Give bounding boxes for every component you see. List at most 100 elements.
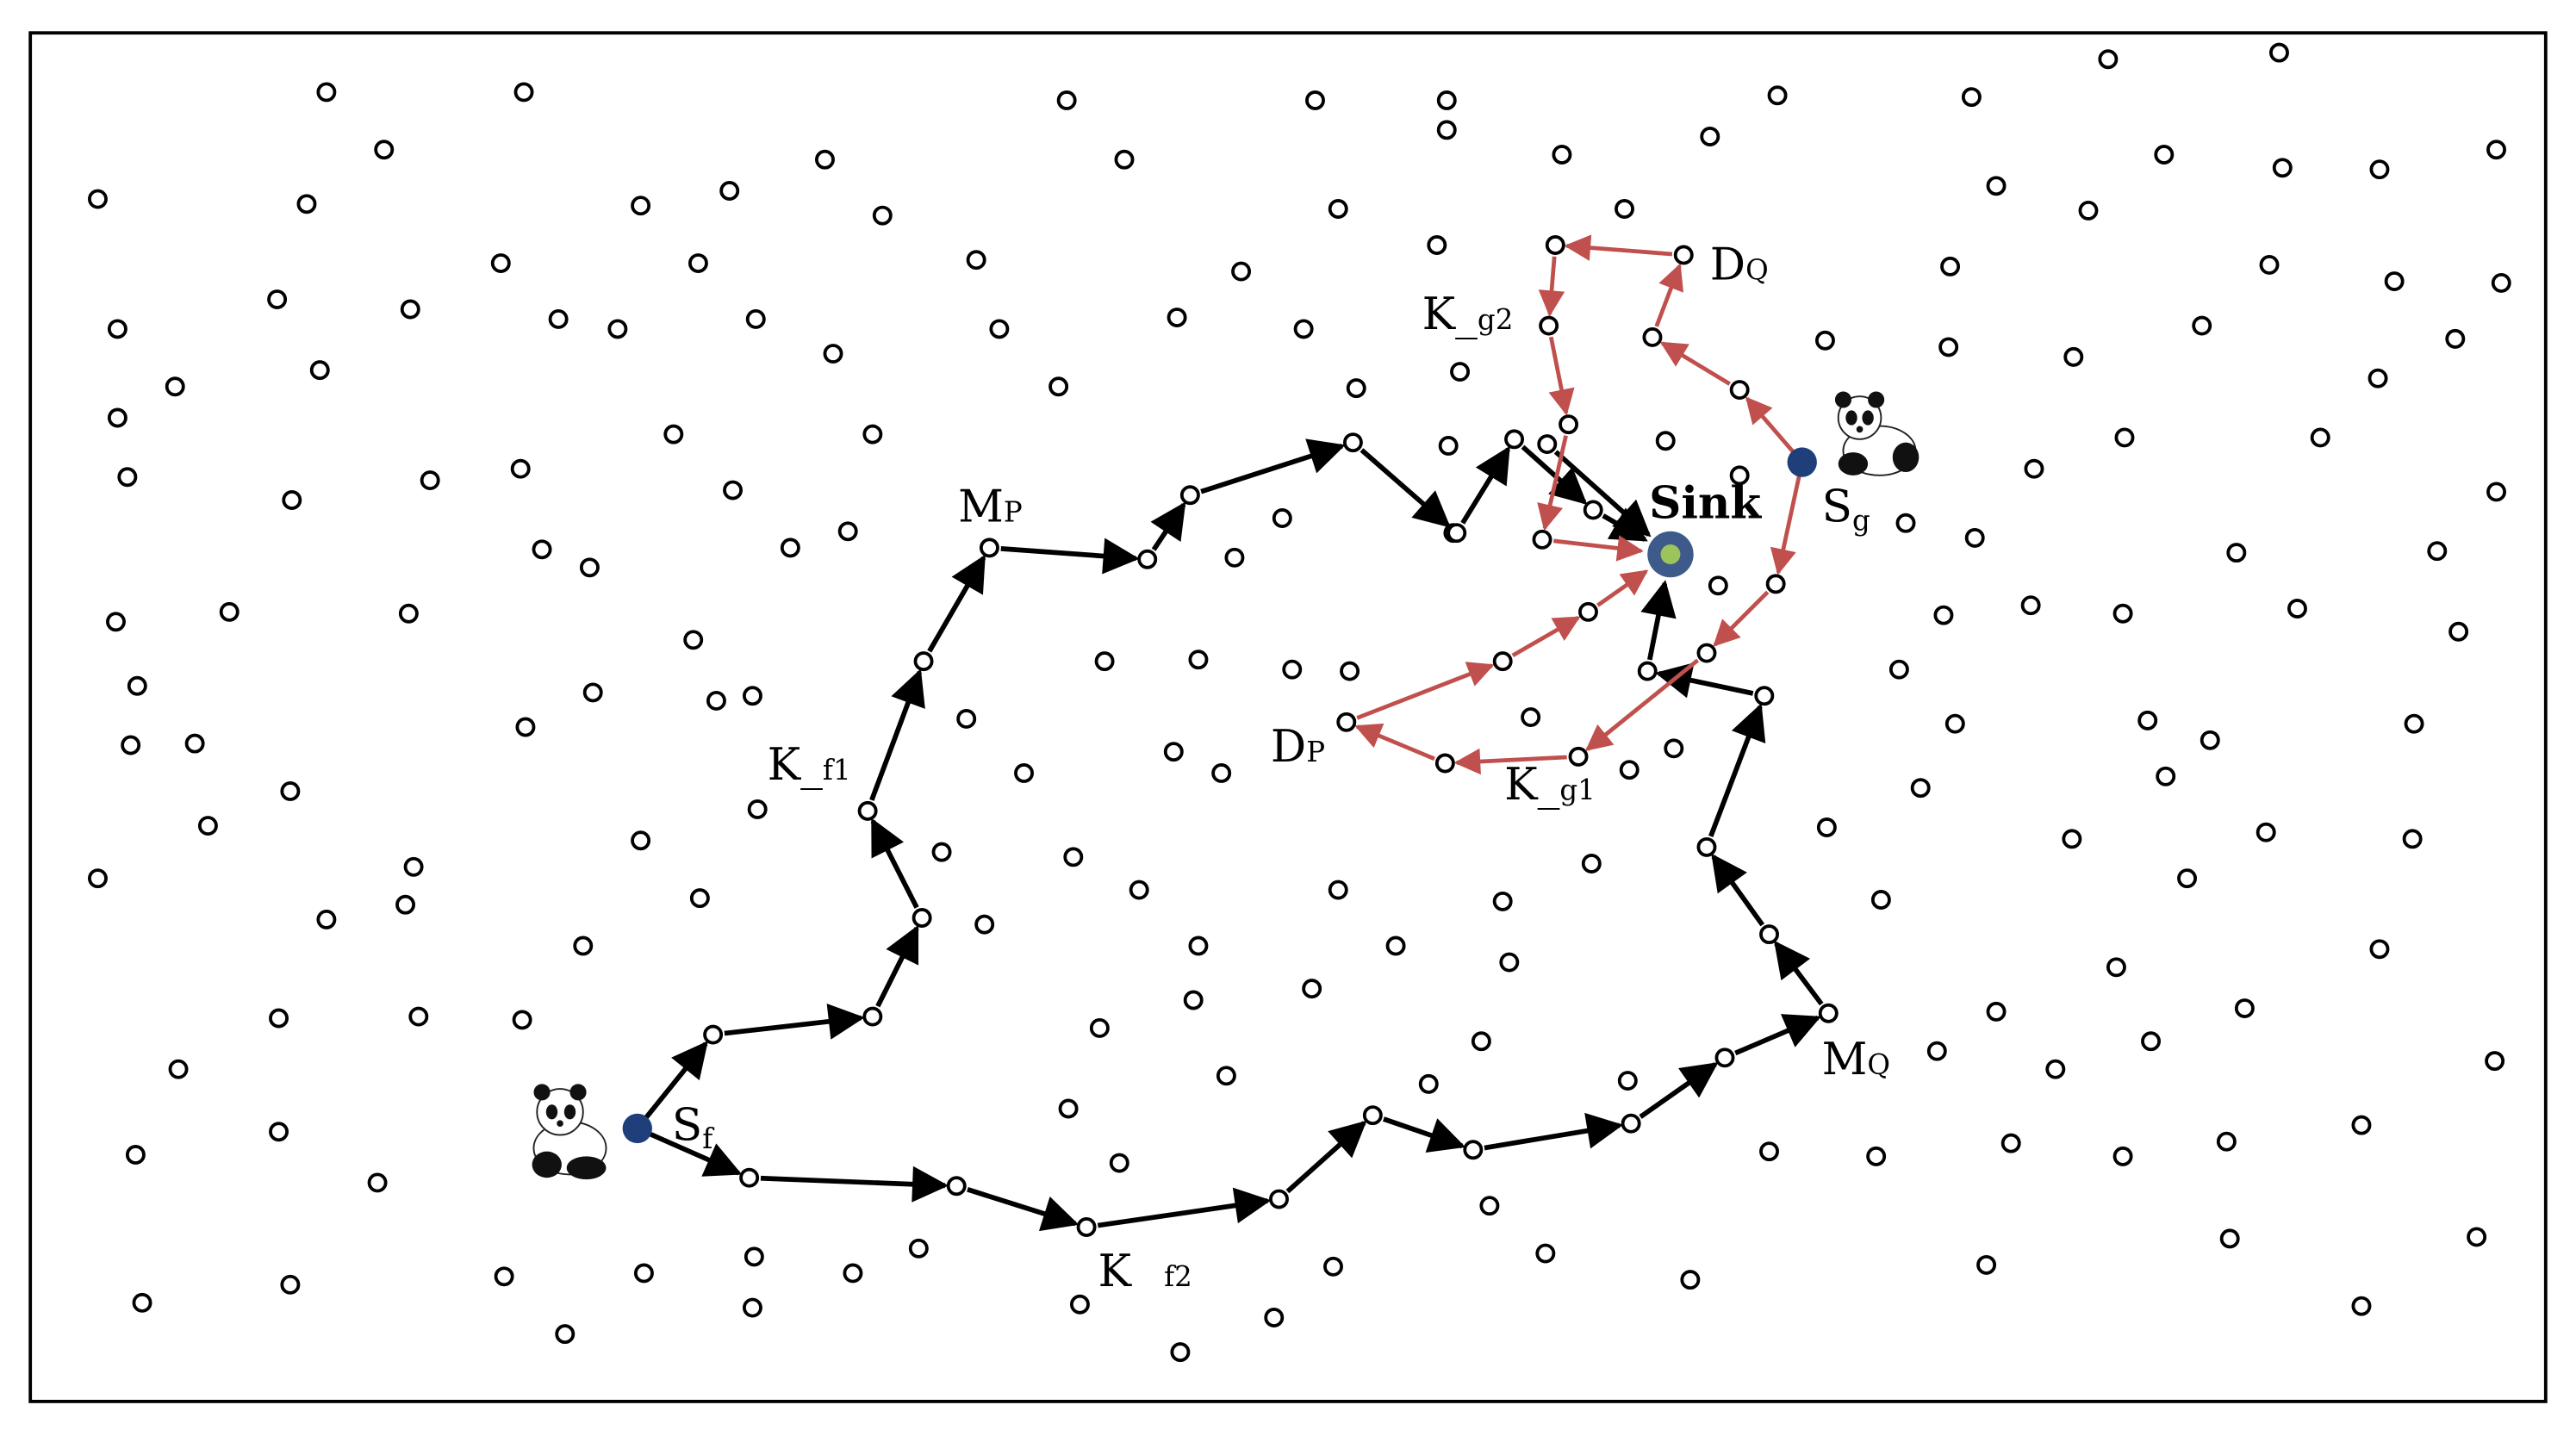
sensor-node [744,1246,764,1267]
sensor-node [168,1059,189,1079]
label-mq: MQ [1822,1034,1890,1085]
path-arrow [1521,444,1588,505]
sensor-node [1964,527,1985,548]
path-node [1137,549,1158,569]
sensor-node [1188,936,1209,956]
sensor-node [2216,1131,2237,1152]
path-node [1362,1105,1383,1126]
sensor-node [1926,1041,1947,1061]
sensor-node [548,308,569,329]
path-node [1179,485,1200,506]
sensor-node [1282,659,1303,680]
sensor-node [607,319,628,339]
sensor-node [2384,271,2405,291]
sensor-node [683,630,704,650]
path-node [1673,245,1694,265]
path-arrow [1585,658,1700,751]
sensor-node [633,1263,654,1284]
path-node [912,908,932,928]
sensor-node [1436,120,1457,140]
sensor-node [2486,482,2506,502]
path-node [1765,574,1786,594]
sensor-node [1323,1256,1343,1277]
sensor-node [742,686,762,706]
sensor-node [107,319,128,339]
sensor-node [1940,256,1961,277]
sensor-node [579,557,600,578]
sensor-node [1427,235,1447,255]
sensor-node [515,717,536,737]
path-node [946,1176,967,1197]
sensor-node [989,319,1010,339]
sensor-node [2269,42,2289,63]
sensor-node [843,1263,863,1284]
path-arrow [1770,473,1802,575]
sensor-node [2234,998,2255,1018]
sensor-node [2467,1227,2487,1247]
sensor-node [1655,431,1676,451]
sensor-node [88,189,108,209]
sensor-node [2226,543,2247,563]
diagram-frame [28,31,2548,1403]
sensor-node [1167,308,1187,327]
path-node [1492,651,1513,672]
sensor-node [2287,599,2307,619]
sensor-node [1385,936,1406,956]
path-node [1637,661,1658,681]
sensor-node [367,1172,388,1193]
sensor-node [2402,829,2423,849]
sensor-node [2141,1031,2161,1052]
path-node [1447,523,1467,544]
path-arrow [1659,341,1731,386]
sensor-node [2078,200,2099,221]
sensor-node [1211,763,1232,783]
label-kf1: K_f1 [768,739,851,791]
path-arrow [1774,940,1824,1006]
black-routing-paths [642,438,1824,1232]
path-node [1537,434,1558,455]
sensor-node [269,1008,289,1029]
sensor-node [513,82,534,103]
sensor-node [1499,952,1520,973]
sensor-node [107,407,128,428]
path-arrow [1097,1187,1272,1228]
sensor-node [1521,707,1541,728]
sensor-node [2486,140,2506,160]
sensor-node [1680,1270,1701,1290]
sensor-node [688,253,708,273]
source-node-sg [1787,447,1817,477]
path-node [1818,1003,1839,1023]
sensor-node [1729,465,1750,486]
sensor-node [2062,829,2082,849]
path-node [1754,686,1775,706]
sensor-node [1346,378,1366,399]
sensor-node [494,1266,514,1287]
sensor-node [2112,603,2133,624]
path-arrow [1000,538,1140,575]
sensor-node [2369,159,2390,180]
path-arrow [1655,662,1754,699]
sensor-node [374,140,395,160]
sensor-node [510,458,531,479]
path-arrow [1548,336,1575,416]
path-node [1568,746,1589,767]
path-arrow [1654,263,1684,327]
sensor-node [269,1122,289,1142]
sensor-node [663,424,684,444]
sensor-node [2427,541,2448,562]
path-node [1621,1113,1641,1134]
path-arrow [1553,535,1644,562]
sensor-node [400,299,420,320]
sensor-node [282,490,302,510]
sensor-node [974,914,995,935]
sensor-node [631,196,651,216]
path-arrow [870,817,919,909]
sensor-node [815,149,835,170]
sensor-node [2259,254,2280,275]
path-node [1583,500,1603,520]
sensor-node [117,467,138,488]
path-node [1463,1140,1484,1160]
sensor-node [872,205,893,226]
sensor-node [823,344,843,364]
sensor-node [532,539,552,560]
